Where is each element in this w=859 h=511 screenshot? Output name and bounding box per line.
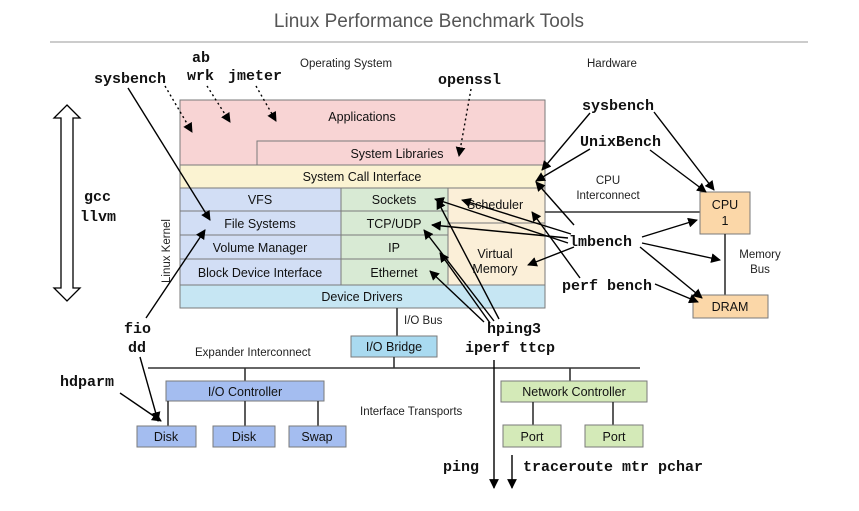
vfs-label: VFS xyxy=(248,193,272,207)
ip-label: IP xyxy=(388,241,400,255)
tool-hping3: hping3 xyxy=(487,321,541,338)
disk-2-label: Disk xyxy=(232,430,257,444)
arrow-lmbench-to-scheduler xyxy=(461,197,572,235)
tool-sysbench-right: sysbench xyxy=(582,98,654,115)
arrow-ab-to-applications xyxy=(164,85,193,133)
io-controller-label: I/O Controller xyxy=(208,385,282,399)
arrow-lmbench-to-syscall xyxy=(535,181,575,226)
cpu-label-2: 1 xyxy=(722,214,729,228)
network-controller-label: Network Controller xyxy=(522,385,626,399)
arrow-wrk-to-applications xyxy=(206,85,231,123)
expander-interconnect-label: Expander Interconnect xyxy=(195,347,312,359)
volume-manager-layer xyxy=(179,234,342,260)
arrow-unixbench-to-cpu xyxy=(649,149,707,193)
tool-hdparm: hdparm xyxy=(60,374,114,391)
tool-wrk: wrk xyxy=(187,68,214,85)
block-device-interface-layer xyxy=(179,258,342,286)
operating-system-label: Operating System xyxy=(300,58,392,70)
arrow-lmbench-to-vm xyxy=(527,246,575,267)
arrow-iperf-to-sockets xyxy=(436,199,500,320)
cpu-interconnect-label-1: CPU xyxy=(596,175,620,187)
tool-perf-bench: perf bench xyxy=(562,278,652,295)
linux-kernel-label: Linux Kernel xyxy=(161,219,173,283)
arrow-lmbench-to-dram xyxy=(639,246,703,299)
memory-bus-label-2: Bus xyxy=(750,264,770,276)
tool-sysbench-left: sysbench xyxy=(94,71,166,88)
full-stack-double-arrow xyxy=(52,104,82,302)
virtual-memory-label-1: Virtual xyxy=(477,247,512,261)
cpu-label-1: CPU xyxy=(712,198,738,212)
arrow-lmbench-to-cpu xyxy=(641,217,698,238)
hardware-label: Hardware xyxy=(587,58,637,70)
tool-traceroute-mtr-pchar: traceroute mtr pchar xyxy=(523,459,703,476)
diagram-title: Linux Performance Benchmark Tools xyxy=(274,11,584,32)
virtual-memory-label-2: Memory xyxy=(472,262,518,276)
arrow-jmeter-to-applications xyxy=(255,85,277,122)
scheduler-label: Scheduler xyxy=(467,198,523,212)
block-device-interface-label: Block Device Interface xyxy=(198,266,322,280)
tool-iperf-ttcp: iperf ttcp xyxy=(465,340,555,357)
arrow-perfbench-to-scheduler xyxy=(531,211,581,279)
port-2-label: Port xyxy=(603,430,626,444)
tool-dd: dd xyxy=(128,340,146,357)
arrow-hping3-to-tcpudp xyxy=(423,229,495,322)
swap-box xyxy=(288,425,347,448)
arrow-sysbench-to-cpu xyxy=(653,111,715,191)
port-2-box xyxy=(584,424,644,448)
device-drivers-label: Device Drivers xyxy=(321,290,402,304)
arrow-sysbench-to-syscall xyxy=(541,112,591,171)
disk-2-box xyxy=(212,425,276,448)
arrow-sysbench-to-filesystems xyxy=(127,87,211,221)
tool-ab: ab xyxy=(192,50,210,67)
cpu-interconnect-label-2: Interconnect xyxy=(576,190,640,202)
file-systems-label: File Systems xyxy=(224,217,296,231)
arrow-lmbench-to-memory-bus xyxy=(641,242,721,263)
port-1-box xyxy=(502,424,562,448)
system-libraries-label: System Libraries xyxy=(350,147,443,161)
tool-openssl: openssl xyxy=(438,72,501,89)
arrow-hping3-to-ip xyxy=(439,252,491,324)
tool-gcc: gcc xyxy=(84,189,111,206)
arrow-fio-to-filesystems xyxy=(145,229,206,319)
arrow-unixbench-to-syscall xyxy=(535,148,591,182)
volume-manager-label: Volume Manager xyxy=(213,241,308,255)
interface-transports-label: Interface Transports xyxy=(360,406,463,418)
tool-jmeter: jmeter xyxy=(228,68,282,85)
io-bus-label: I/O Bus xyxy=(404,315,443,327)
tool-fio: fio xyxy=(124,321,151,338)
system-libraries-layer xyxy=(256,140,546,166)
swap-label: Swap xyxy=(301,430,332,444)
memory-bus-label-1: Memory xyxy=(739,249,781,261)
arrow-hping3-to-ethernet xyxy=(429,270,485,323)
port-1-label: Port xyxy=(521,430,544,444)
disk-1-label: Disk xyxy=(154,430,179,444)
arrow-openssl-to-libraries xyxy=(455,88,472,157)
disk-1-box xyxy=(136,425,197,448)
system-call-interface-label: System Call Interface xyxy=(303,170,422,184)
arrow-lmbench-to-sockets xyxy=(434,197,569,244)
arrow-hdparm-to-disk xyxy=(119,392,162,422)
tool-lmbench: lmbench xyxy=(569,234,632,251)
arrow-perfbench-to-dram xyxy=(654,283,699,304)
tool-unixbench: UnixBench xyxy=(580,134,661,151)
ethernet-label: Ethernet xyxy=(370,266,418,280)
dram-label: DRAM xyxy=(712,300,749,314)
network-controller-box xyxy=(500,380,648,403)
arrow-dd-to-disk xyxy=(139,356,161,422)
applications-label: Applications xyxy=(328,110,395,124)
tool-llvm: llvm xyxy=(80,209,116,226)
tcp-udp-label: TCP/UDP xyxy=(367,217,422,231)
io-bridge-label: I/O Bridge xyxy=(366,340,422,354)
dram-box xyxy=(692,294,769,319)
device-drivers-layer xyxy=(179,284,546,309)
sockets-label: Sockets xyxy=(372,193,416,207)
tool-ping: ping xyxy=(443,459,479,476)
